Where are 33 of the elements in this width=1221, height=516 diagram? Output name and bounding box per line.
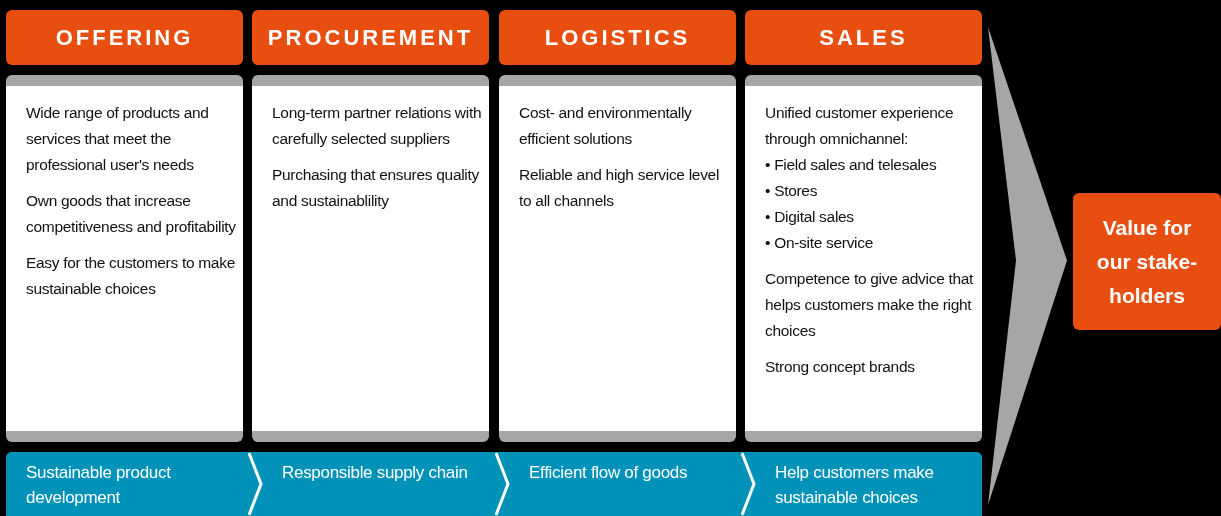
- band-text: Responsible supply chain: [282, 462, 469, 484]
- content-card: [745, 75, 982, 442]
- body-text: Long-term partner relations with carefully selected suppliers: [272, 103, 483, 149]
- content-card: [252, 75, 489, 442]
- column-heading: OFFERING: [55, 24, 194, 51]
- body-text: Unified customer experience through omnichannel:: [765, 103, 955, 149]
- column-heading: PROCUREMENT: [267, 24, 474, 51]
- band-text: Help customers make sustainable choices: [775, 462, 935, 509]
- value-text: Value for our stake-holders: [1095, 214, 1199, 309]
- large-chevron-arrow: [988, 27, 1067, 505]
- body-text: Wide range of products and services that meet the professional user's needs: [26, 103, 210, 175]
- value-box: [1073, 193, 1221, 330]
- body-text: Easy for the customers to make sustainable choices: [26, 253, 236, 299]
- body-text: Competence to give advice that helps customers make the right choices: [765, 269, 975, 341]
- content-card: [6, 75, 243, 442]
- body-text: Purchasing that ensures quality and sustainablility: [272, 165, 480, 211]
- header-bar: [499, 10, 736, 65]
- body-text: • Field sales and telesales: [765, 155, 938, 175]
- body-text: Cost- and environmentally efficient solutions: [519, 103, 693, 149]
- column-heading: LOGISTICS: [544, 24, 691, 51]
- body-text: • On-site service: [765, 233, 874, 253]
- column-heading: SALES: [819, 24, 908, 51]
- body-text: Reliable and high service level to all channels: [519, 165, 721, 211]
- header-bar: [6, 10, 243, 65]
- body-text: Own goods that increase competitiveness and profitability: [26, 191, 237, 237]
- band-text: Sustainable product development: [26, 462, 172, 509]
- body-text: • Digital sales: [765, 207, 855, 227]
- body-text: • Stores: [765, 181, 819, 201]
- header-bar: [252, 10, 489, 65]
- body-text: Strong concept brands: [765, 357, 916, 377]
- band-text: Efficient flow of goods: [529, 462, 689, 484]
- header-bar: [745, 10, 982, 65]
- content-card: [499, 75, 736, 442]
